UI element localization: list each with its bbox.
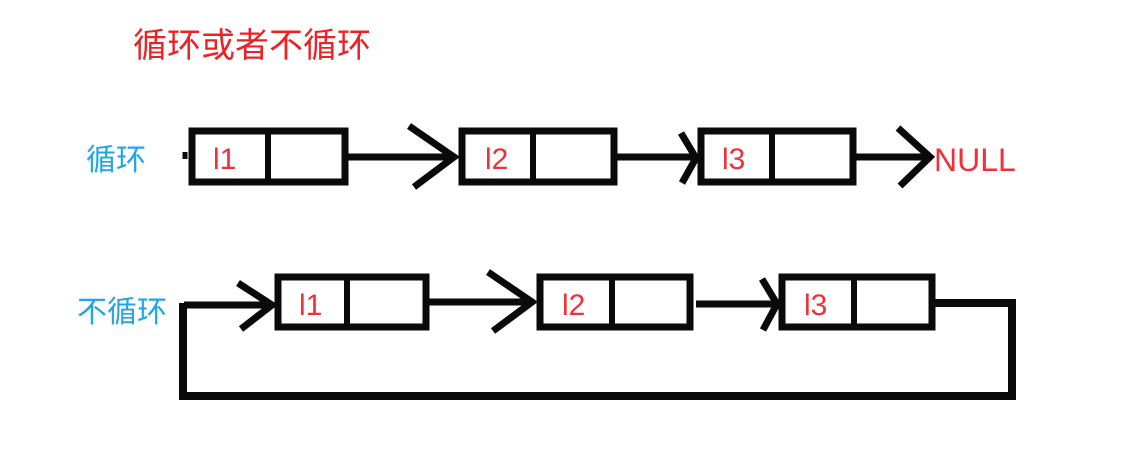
arrow-row2-2 (696, 277, 782, 332)
node-value: l1 (299, 289, 322, 322)
arrow-head (236, 280, 279, 332)
node-box (274, 273, 430, 331)
node-value: l2 (485, 143, 508, 176)
arrow-row1-2 (616, 131, 701, 185)
node-box (697, 127, 857, 186)
arrow-row2-1 (428, 269, 539, 334)
node-box (458, 127, 618, 186)
node-value: l2 (562, 289, 585, 322)
diagram-title: 循环或者不循环 (133, 26, 371, 66)
row-non-cyclic: 循环 l1 l2 l3 (86, 123, 1016, 190)
row-label-non-cyclic: 循环 (86, 143, 146, 178)
arrow-head (895, 125, 936, 189)
row-cyclic: 不循环 l1 l2 (77, 269, 1016, 400)
row-label-cyclic: 不循环 (77, 295, 167, 330)
arrow-head (758, 277, 782, 332)
node-row2-1: l1 (274, 273, 430, 331)
node-row1-1: l1 (188, 127, 349, 186)
node-value: l3 (722, 143, 745, 176)
node-row1-3: l3 (697, 127, 857, 186)
cycle-loopback-path (179, 299, 1016, 400)
arrow-head (407, 123, 460, 190)
arrow-row1-3 (855, 125, 936, 189)
node-row1-2: l2 (458, 127, 618, 186)
node-row2-2: l2 (536, 273, 694, 331)
node-value: l1 (213, 143, 236, 176)
arrow-head (677, 131, 701, 185)
arrow-loop-entry (184, 280, 279, 332)
node-row2-3: l3 (778, 273, 936, 331)
arrow-row1-1 (347, 123, 460, 190)
null-terminator-label: NULL (934, 142, 1016, 178)
node-value: l3 (804, 289, 827, 322)
arrow-head (486, 269, 539, 334)
